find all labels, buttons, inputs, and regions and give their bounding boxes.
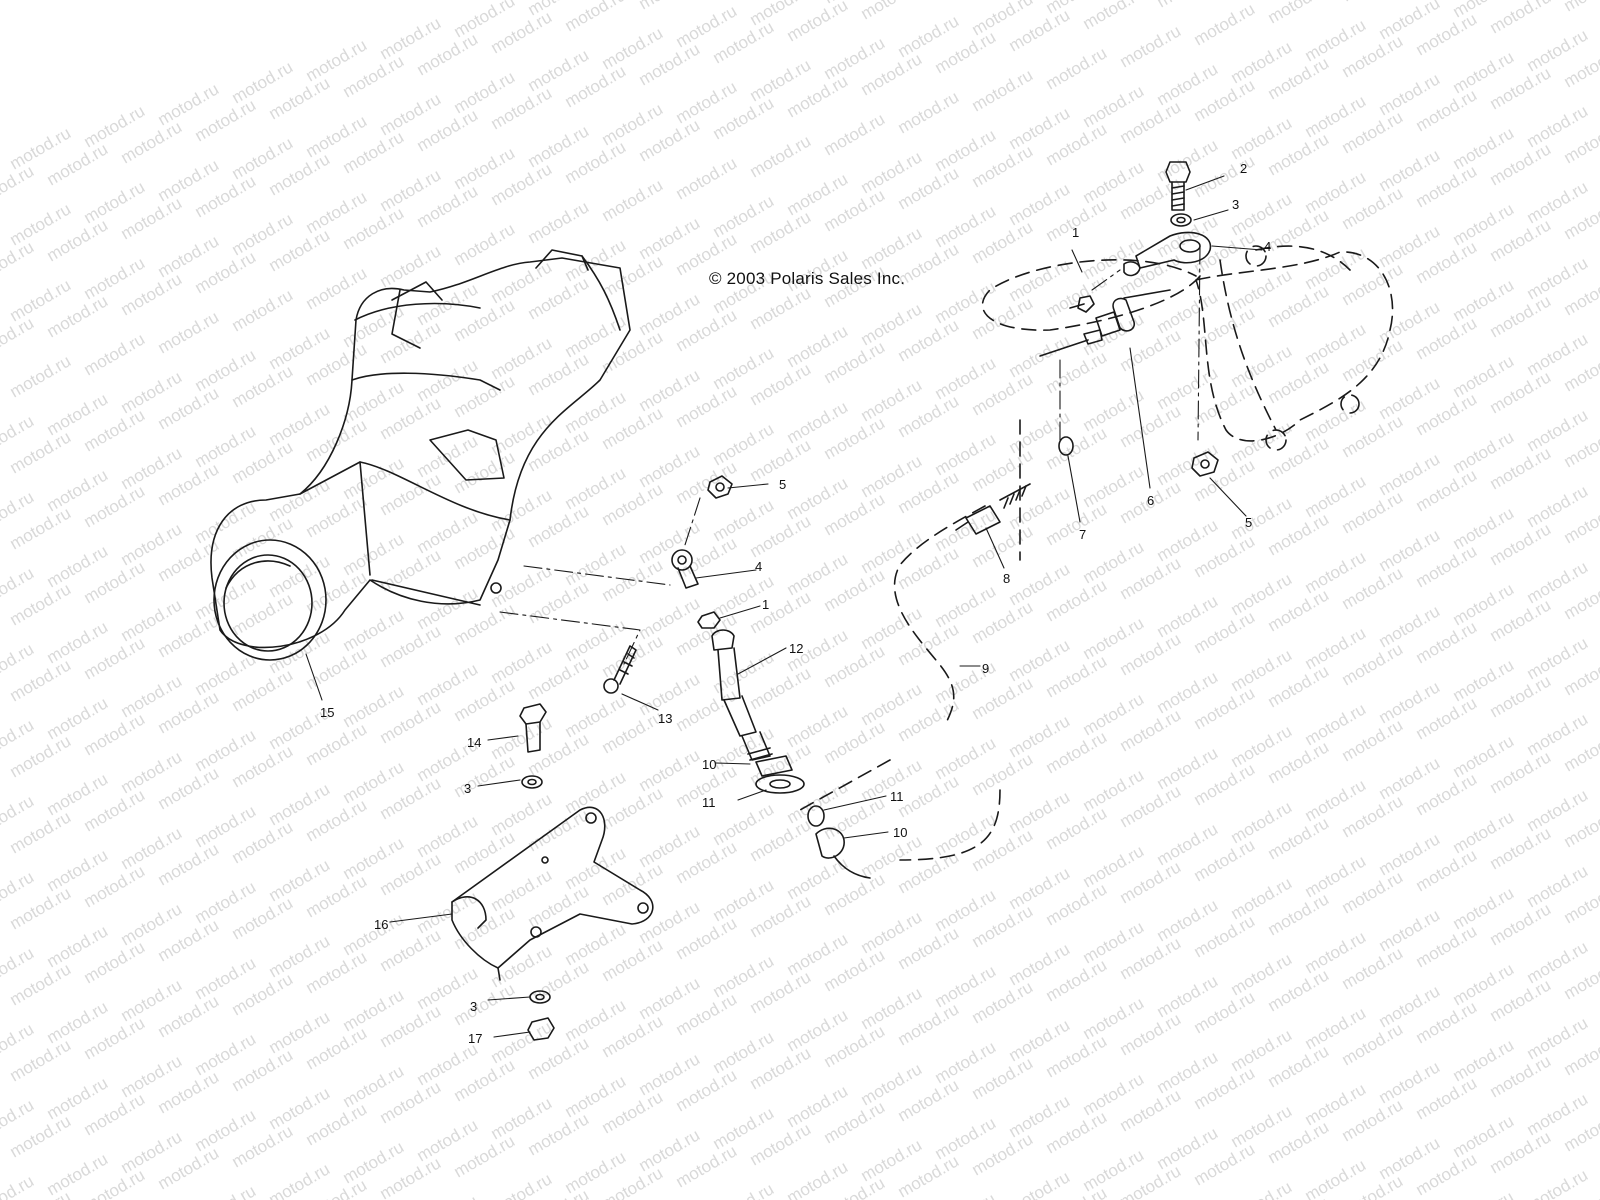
watermark-text: motod.ru (562, 0, 630, 35)
watermark-text: motod.ru (377, 241, 445, 291)
watermark-text: motod.ru (1117, 21, 1185, 71)
cable-adjuster-12 (711, 629, 773, 761)
washer-3-middle (521, 775, 543, 789)
watermark-text: motod.ru (747, 131, 815, 181)
watermark-text: motod.ru (932, 1189, 1000, 1200)
copyright-notice: © 2003 Polaris Sales Inc. (709, 269, 906, 288)
watermark-text: motod.ru (488, 1169, 556, 1200)
watermark-text: motod.ru (1043, 43, 1111, 93)
watermark-text: motod.ru (1561, 0, 1600, 15)
watermark-text: motod.ru (1006, 1167, 1074, 1200)
watermark-text: motod.ru (1154, 0, 1222, 11)
watermark-text: motod.ru (969, 65, 1037, 115)
callout-4: 4 (755, 559, 763, 574)
bolt-13 (603, 645, 637, 694)
bolt-14 (519, 703, 547, 753)
nut-5-left (707, 475, 733, 499)
nut-17 (527, 1017, 555, 1041)
watermark-text: motod.ru (821, 109, 889, 159)
watermark-text: motod.ru (1228, 1177, 1296, 1200)
callout-10: 10 (893, 825, 908, 840)
watermark-text: motod.ru (636, 0, 704, 13)
callout-6: 6 (1147, 493, 1155, 508)
washer-3-top (1170, 213, 1192, 227)
watermark-text: motod.ru (932, 0, 1000, 1)
watermark-text: motod.ru (525, 197, 593, 247)
watermark-text: motod.ru (673, 153, 741, 203)
callout-11: 11 (702, 795, 716, 810)
callout-1: 1 (1072, 225, 1080, 240)
watermark-text: motod.ru (895, 87, 963, 137)
callout-4: 4 (1264, 239, 1272, 254)
callout-15: 15 (320, 705, 335, 720)
watermark-text: motod.ru (1339, 0, 1407, 5)
callout-3: 3 (464, 781, 472, 796)
jam-nut-1-left (697, 611, 721, 629)
watermark-text: motod.ru (81, 329, 149, 379)
callout-17: 17 (468, 1031, 483, 1046)
callout-13: 13 (658, 711, 673, 726)
nut-washer-10-11-lower (807, 805, 871, 879)
steering-column-housing (210, 249, 631, 661)
callout-3: 3 (470, 999, 478, 1014)
watermark-text: motod.ru (155, 307, 223, 357)
callout-16: 16 (374, 917, 389, 932)
watermark-text: motod.ru (1450, 1187, 1518, 1200)
watermark-text: motod.ru (858, 0, 926, 23)
watermark-text: motod.ru (1080, 0, 1148, 33)
watermark-text: motod.ru (414, 1191, 482, 1200)
watermark-text: motod.ru (192, 1181, 260, 1200)
jam-nut-1-top (1069, 295, 1095, 313)
callout-12: 12 (789, 641, 804, 656)
watermark-text: motod.ru (0, 1171, 37, 1200)
callout-1: 1 (762, 597, 770, 612)
callout-9: 9 (982, 661, 990, 676)
cable-end-assembly (955, 289, 1171, 535)
watermark-text: motod.ru (7, 351, 75, 401)
nut-5-right (1191, 451, 1219, 477)
callout-14: 14 (467, 735, 482, 750)
watermark-text: motod.ru (0, 161, 37, 211)
watermark-text: motod.ru (1191, 0, 1259, 49)
leader-lines (305, 175, 1263, 1038)
callout-3: 3 (1232, 197, 1240, 212)
callout-8: 8 (1003, 571, 1011, 586)
callout-5: 5 (1245, 515, 1253, 530)
callout-5: 5 (779, 477, 787, 492)
assembly-lines (499, 245, 1201, 665)
bolt-2 (1165, 161, 1191, 211)
engine-outline (981, 245, 1394, 451)
bracket-16 (451, 806, 654, 981)
watermark-text: motod.ru (1265, 0, 1333, 27)
nut-washer-10-11-upper (755, 755, 805, 794)
watermark-text: motod.ru (0, 313, 37, 363)
watermark-text: motod.ru (710, 1179, 778, 1200)
watermark-text: motod.ru (229, 285, 297, 335)
callout-10: 10 (702, 757, 717, 772)
watermark-text: motod.ru (1524, 1165, 1592, 1200)
watermark-text: motod.ru (451, 219, 519, 269)
callout-2: 2 (1240, 161, 1248, 176)
watermark-text: motod.ru (784, 1157, 852, 1200)
watermark-text: motod.ru (266, 1159, 334, 1200)
watermark-text: motod.ru (0, 237, 37, 287)
watermark-text: motod.ru (1487, 0, 1555, 37)
rod-end-4-left (671, 549, 699, 589)
callout-11: 11 (890, 789, 904, 804)
watermark-text: motod.ru (599, 175, 667, 225)
callout-7: 7 (1079, 527, 1087, 542)
